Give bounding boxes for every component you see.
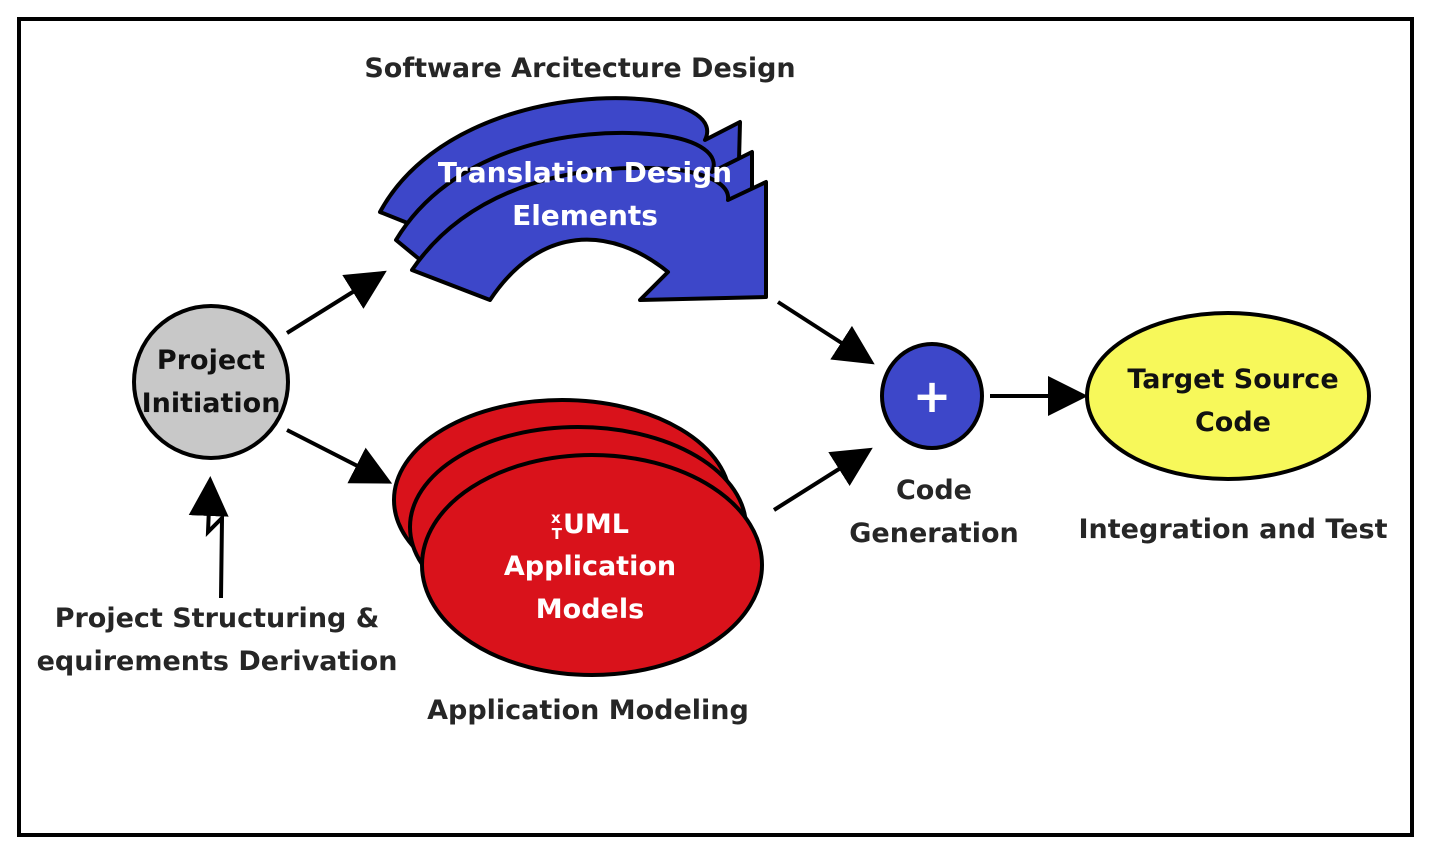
translation-label-line2: Elements	[512, 199, 658, 232]
translation-label-line1: Translation Design	[437, 156, 733, 189]
code-generation-node	[880, 342, 984, 450]
application-modeling-label: Application Modeling	[427, 695, 749, 726]
xtuml-main: UML	[562, 509, 629, 540]
xtuml-subscript: T	[551, 525, 562, 543]
xtuml-superscript: x	[551, 509, 561, 527]
target-source-line2: Code	[1194, 407, 1271, 438]
target-source-node	[1085, 311, 1371, 481]
project-initiation-node	[132, 304, 290, 460]
target-source-line1: Target Source	[1127, 364, 1339, 395]
software-architecture-label: Software Arcitecture Design	[364, 53, 796, 84]
models-label-line3: Models	[535, 594, 645, 625]
curved-arrow-front	[410, 165, 768, 302]
project-initiation-line2: Initiation	[141, 388, 281, 419]
xtuml-label: xTUML	[470, 504, 710, 549]
models-label-line2: Application	[503, 551, 677, 582]
plus-icon: +	[912, 369, 952, 423]
structuring-label-line2: equirements Derivation	[36, 646, 398, 677]
arrow-initiation-to-design	[285, 270, 387, 335]
application-models-stack	[392, 398, 764, 677]
arrow-design-to-codegen	[776, 300, 875, 365]
code-generation-label-line2: Generation	[849, 518, 1019, 549]
integration-test-label: Integration and Test	[1078, 514, 1388, 545]
model-ellipse-front	[420, 453, 764, 677]
translation-arrows-stack	[378, 96, 768, 302]
arrow-structuring-to-initiation	[188, 476, 229, 599]
arrow-initiation-to-models	[286, 428, 393, 484]
code-generation-label-line1: Code	[895, 475, 972, 506]
arrow-models-to-codegen	[772, 447, 873, 512]
project-initiation-line1: Project	[156, 345, 266, 376]
structuring-label-line1: Project Structuring &	[54, 603, 380, 634]
